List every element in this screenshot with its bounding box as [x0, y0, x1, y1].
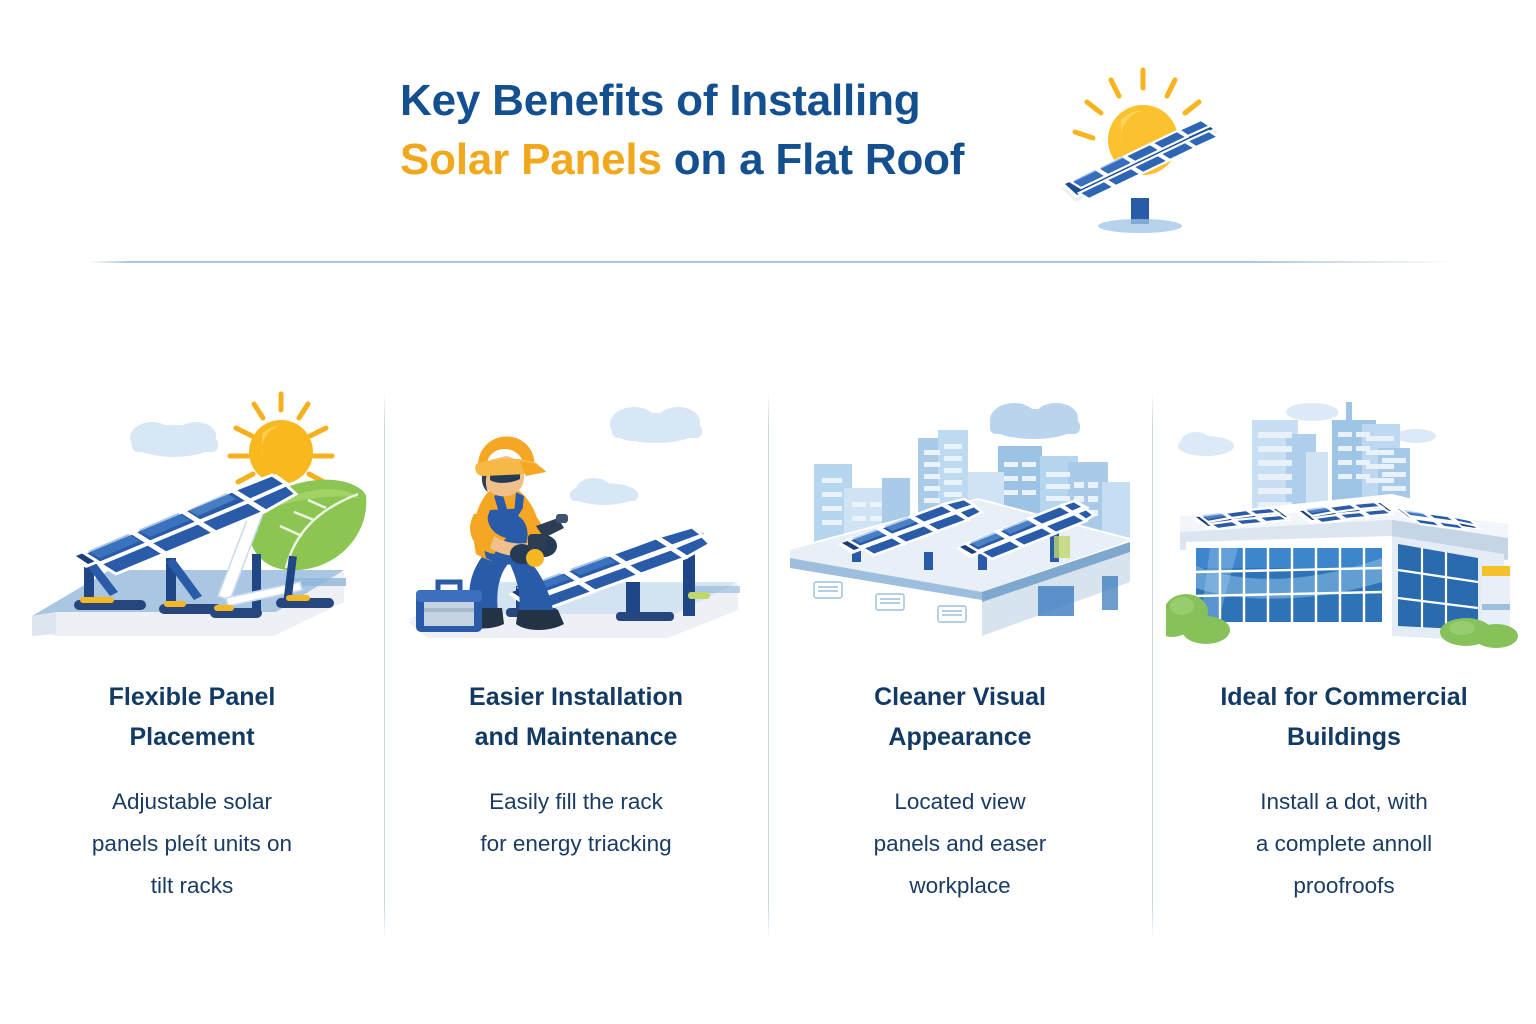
commercial-building-icon — [1180, 494, 1510, 642]
title-line-1-text: Key Benefits of Installing — [400, 76, 921, 125]
panel-grid-icon — [1061, 118, 1221, 202]
technician-installing-solar-panel-icon — [398, 380, 754, 648]
boot-icon — [516, 610, 564, 630]
panel-stand-icon — [1131, 198, 1149, 224]
cloud-icon — [570, 407, 702, 505]
benefit-heading: Cleaner Visual Appearance — [874, 683, 1046, 751]
benefit-heading: Ideal for Commercial Buildings — [1220, 683, 1468, 751]
toolbox-icon — [416, 579, 482, 632]
rooftop-solar-array-icon — [838, 497, 1097, 570]
flat-roof-building-icon — [790, 498, 1130, 636]
solar-panel-grid-icon — [72, 473, 299, 576]
hard-hat-icon — [478, 436, 535, 468]
worker-icon — [462, 436, 568, 630]
title-line-2: Solar Panels on a Flat Roof — [400, 131, 1060, 190]
flat-roof-with-solar-arrays-and-city-skyline-icon — [782, 380, 1138, 648]
benefit-heading: Easier Installation and Maintenance — [469, 683, 683, 751]
tilted-solar-panel-rack-with-sun-and-leaf-icon — [14, 380, 370, 648]
rooftop-solar-arrays-icon — [1192, 500, 1482, 532]
benefit-column-easier-installation-and-maintenance: Easier Installation and Maintenance Easi… — [384, 380, 768, 940]
commercial-glass-building-with-rooftop-solar-icon — [1166, 380, 1522, 648]
cloud-icon — [1178, 403, 1436, 456]
benefit-heading: Flexible Panel Placement — [108, 683, 276, 751]
header: Key Benefits of Installing Solar Panels … — [0, 0, 1536, 263]
benefit-column-flexible-panel-placement: Flexible Panel Placement Adjustable sola… — [0, 380, 384, 940]
cloud-icon — [990, 403, 1080, 439]
cloud-icon — [130, 422, 218, 457]
title-accent-text: Solar Panels — [400, 134, 662, 184]
benefit-body: Located view panels and easer workplace — [873, 789, 1047, 898]
power-drill-icon — [526, 514, 568, 567]
page-title: Key Benefits of Installing Solar Panels … — [400, 72, 1060, 190]
header-divider — [88, 261, 1456, 263]
rack-feet-icon — [74, 595, 334, 618]
benefit-body: Adjustable solar panels pleít units on t… — [91, 789, 293, 898]
title-line-1: Key Benefits of Installing — [400, 72, 1060, 131]
solar-panel-with-sun-icon — [1043, 62, 1263, 252]
benefit-column-ideal-for-commercial-buildings: Ideal for Commercial Buildings Install a… — [1152, 380, 1536, 940]
sun-icon — [227, 391, 335, 506]
benefit-columns: Flexible Panel Placement Adjustable sola… — [0, 380, 1536, 940]
benefit-body: Install a dot, with a complete annoll pr… — [1255, 789, 1433, 898]
title-line-2-rest: on a Flat Roof — [661, 134, 965, 184]
benefit-body: Easily fill the rack for energy triackin… — [480, 789, 672, 856]
benefit-column-cleaner-visual-appearance: Cleaner Visual Appearance Located view p… — [768, 380, 1152, 940]
